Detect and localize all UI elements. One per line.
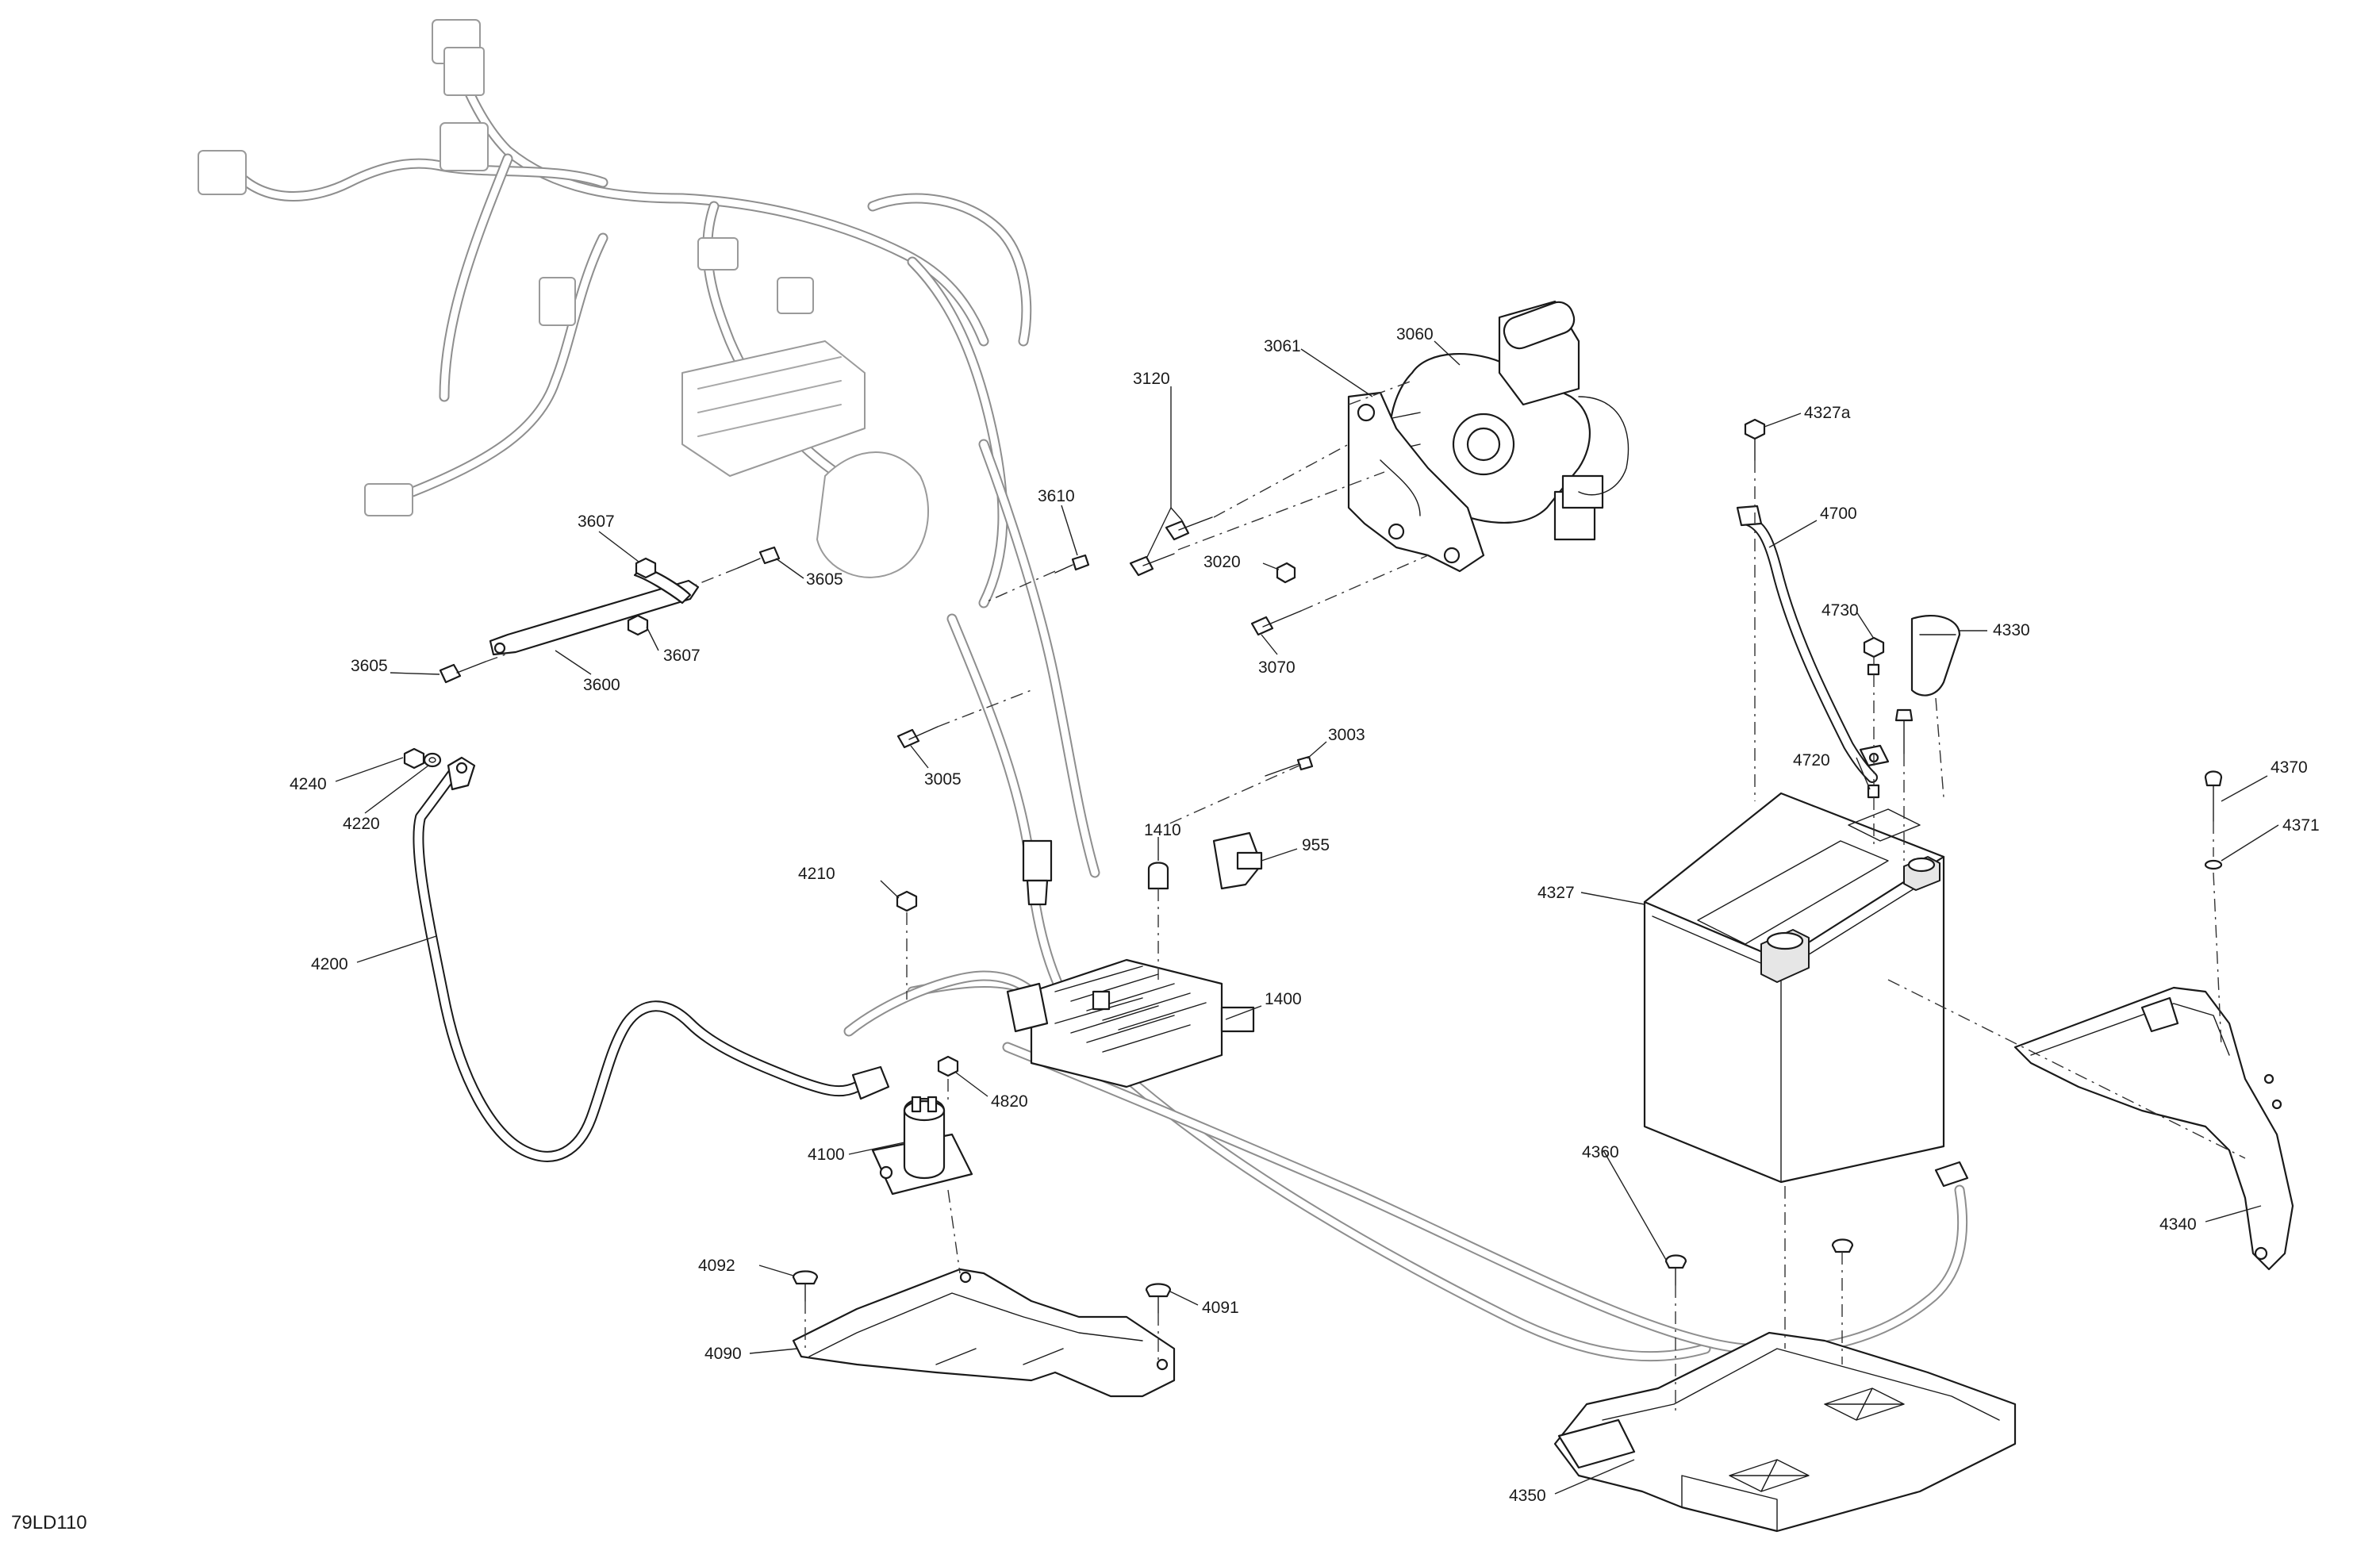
solenoid-4100 (871, 1055, 973, 1196)
callout-4340: 4340 (2159, 1215, 2197, 1234)
fasteners-3000-series (896, 516, 1314, 777)
callout-4360: 4360 (1582, 1143, 1619, 1161)
callout-labels: 3061 3060 3120 3610 3020 3070 3607 3605 … (11, 325, 2320, 1533)
callout-4210: 4210 (798, 865, 835, 883)
callout-4092: 4092 (698, 1257, 735, 1275)
callout-3607-bottom: 3607 (663, 647, 701, 665)
regulator-1400 (1006, 958, 1255, 1088)
callout-4700: 4700 (1820, 505, 1857, 523)
bracket-3061 (1347, 391, 1485, 573)
callout-4090: 4090 (704, 1345, 742, 1363)
callout-4350: 4350 (1509, 1487, 1546, 1505)
figure-id: 79LD110 (11, 1512, 87, 1533)
callout-3061: 3061 (1264, 337, 1301, 355)
battery-4327 (1643, 792, 1945, 1184)
battery-tray-4350 (1553, 1161, 2017, 1533)
small-parts-4210-1410-955 (896, 831, 1263, 1011)
callout-4100: 4100 (808, 1146, 845, 1164)
callout-4327a: 4327a (1804, 404, 1851, 422)
callout-4371: 4371 (2282, 816, 2320, 835)
callout-3607-top: 3607 (578, 512, 615, 531)
callout-4240: 4240 (290, 775, 327, 793)
callout-3005: 3005 (924, 770, 962, 789)
callout-3020: 3020 (1203, 553, 1241, 571)
callout-4370: 4370 (2271, 758, 2308, 777)
callout-4327: 4327 (1537, 884, 1575, 902)
callout-3060: 3060 (1396, 325, 1434, 344)
callout-4330: 4330 (1993, 621, 2030, 639)
callout-3600: 3600 (583, 676, 620, 694)
callout-3605-left: 3605 (351, 657, 388, 675)
callout-4730: 4730 (1821, 601, 1859, 620)
cable-4200 (403, 747, 890, 1162)
callout-4820: 4820 (991, 1092, 1028, 1111)
callout-3003: 3003 (1328, 726, 1365, 744)
callout-3610: 3610 (1038, 487, 1075, 505)
callout-3605-right: 3605 (806, 570, 843, 589)
alignment-lines (485, 380, 2246, 1412)
callout-3120: 3120 (1133, 370, 1170, 388)
strap-assembly-3600 (439, 546, 781, 684)
leader-lines (335, 340, 2279, 1495)
tray-4090 (792, 1268, 1176, 1398)
callout-4220: 4220 (343, 815, 380, 833)
callout-4091: 4091 (1202, 1299, 1239, 1317)
bracket-4340 (2013, 770, 2294, 1271)
callout-3070: 3070 (1258, 658, 1296, 677)
callout-1410: 1410 (1144, 821, 1181, 839)
callout-955: 955 (1302, 836, 1330, 854)
callout-4200: 4200 (311, 955, 348, 973)
wiring-harness (198, 19, 1968, 1362)
callout-1400: 1400 (1265, 990, 1302, 1008)
callout-4720: 4720 (1793, 751, 1830, 770)
